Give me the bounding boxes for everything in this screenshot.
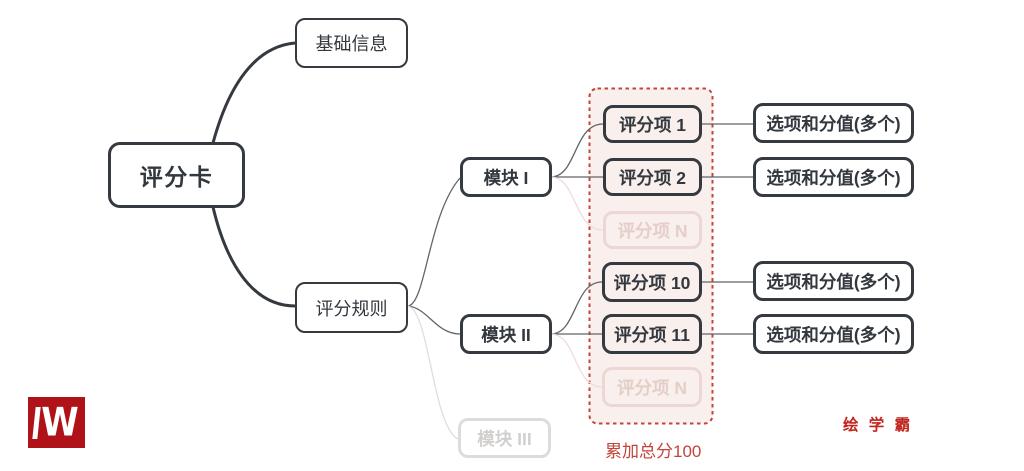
total-score-note: 累加总分100	[605, 442, 702, 461]
node-options-4: 选项和分值(多个)	[753, 314, 914, 354]
node-options-3: 选项和分值(多个)	[753, 261, 914, 301]
node-item-10: 评分项 10	[602, 262, 702, 302]
node-scoring-rules: 评分规则	[295, 282, 408, 333]
node-root-scorecard: 评分卡	[108, 142, 245, 208]
node-basic-info: 基础信息	[295, 18, 408, 68]
node-module-2: 模块 II	[460, 314, 552, 354]
edge-root-scoring-rules	[211, 206, 296, 308]
edge-module1-itemN	[551, 176, 604, 231]
node-options-1: 选项和分值(多个)	[753, 103, 914, 143]
edge-module1-item1	[551, 123, 604, 178]
edge-module2-item10	[551, 281, 603, 335]
edge-rules-module3	[407, 305, 459, 440]
node-options-2: 选项和分值(多个)	[753, 157, 914, 197]
edge-module2-itemN	[551, 333, 603, 388]
logo-letter: W	[41, 399, 79, 446]
edge-rules-module2	[407, 305, 461, 335]
node-item-11: 评分项 11	[602, 314, 702, 354]
brand-logo: W	[28, 397, 85, 448]
node-item-n-bottom: 评分项 N	[602, 367, 702, 407]
edge-rules-module1	[407, 177, 461, 307]
node-item-n-top: 评分项 N	[603, 211, 702, 249]
node-item-1: 评分项 1	[603, 105, 702, 143]
node-item-2: 评分项 2	[603, 158, 702, 196]
brand-watermark: 绘 学 霸	[843, 417, 914, 434]
node-module-1: 模块 I	[460, 157, 552, 197]
node-module-3: 模块 III	[458, 418, 551, 458]
logo-book-spine	[32, 406, 41, 439]
edge-root-basic-info	[211, 41, 296, 144]
